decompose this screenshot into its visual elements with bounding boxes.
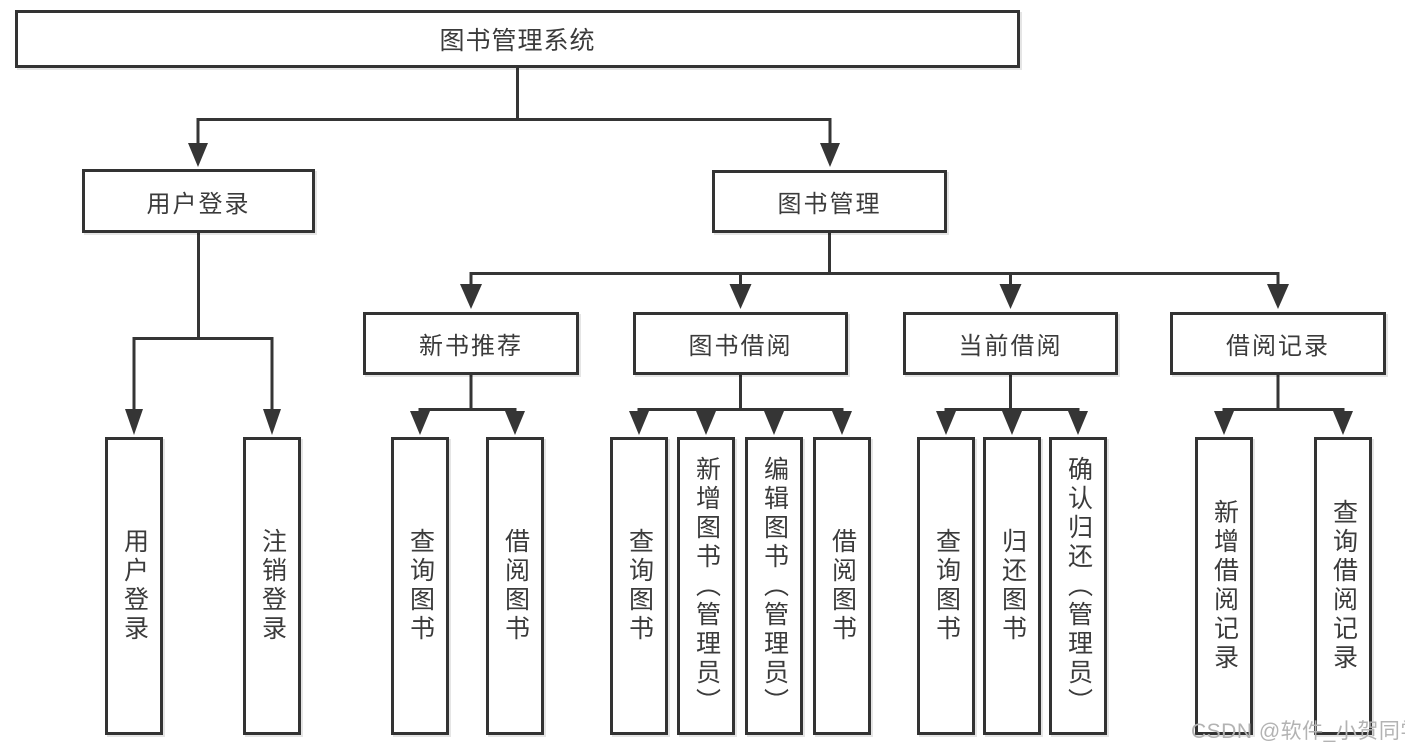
arrowhead [410, 411, 430, 435]
leaf-borrowing-query-books: 查询图书 [610, 437, 668, 735]
arrowhead [729, 284, 752, 309]
leaf-current-query-books: 查询图书 [917, 437, 975, 735]
node-book-borrowing: 图书借阅 [633, 312, 848, 375]
node-book-management: 图书管理 [712, 170, 947, 233]
arrowhead [1214, 411, 1234, 435]
connector-bookmgmt-to-level3 [460, 233, 1289, 309]
arrowhead [460, 284, 482, 309]
leaf-recommend-query-books: 查询图书 [391, 437, 449, 735]
connector-records-to-leaves [1214, 375, 1353, 435]
connector-root-to-level2 [188, 68, 840, 167]
node-new-book-recommend: 新书推荐 [363, 312, 579, 375]
arrowhead [263, 409, 281, 435]
node-current-borrowing: 当前借阅 [903, 312, 1118, 375]
leaf-logout: 注销登录 [243, 437, 301, 735]
arrowhead [1068, 411, 1088, 435]
leaf-borrowing-borrow-books: 借阅图书 [813, 437, 871, 735]
node-borrow-records: 借阅记录 [1170, 312, 1386, 375]
arrowhead [1267, 284, 1289, 309]
leaf-user-login: 用户登录 [105, 437, 163, 735]
connector-borrowing-to-leaves [629, 375, 852, 435]
connector-recommend-to-leaves [410, 375, 525, 435]
arrowhead [936, 411, 956, 435]
arrowhead [1333, 411, 1353, 435]
node-user-login: 用户登录 [82, 169, 315, 233]
arrowhead [125, 409, 143, 435]
connector-current-to-leaves [936, 375, 1088, 435]
arrowhead [820, 143, 840, 167]
leaf-records-add-record: 新增借阅记录 [1195, 437, 1253, 735]
leaf-recommend-borrow-books: 借阅图书 [486, 437, 544, 735]
leaf-records-query-record: 查询借阅记录 [1314, 437, 1372, 735]
arrowhead [999, 284, 1022, 309]
node-library-system: 图书管理系统 [15, 10, 1020, 68]
arrowhead [188, 143, 208, 167]
arrowhead [1002, 411, 1022, 435]
arrowhead [696, 411, 716, 435]
leaf-borrowing-edit-books-admin: 编辑图书（管理员） [745, 437, 803, 735]
arrowhead [505, 411, 525, 435]
leaf-borrowing-add-books-admin: 新增图书（管理员） [677, 437, 735, 735]
csdn-watermark: CSDN @软件_小贺同学 [1191, 720, 1405, 743]
arrowhead [629, 411, 649, 435]
leaf-current-return-books: 归还图书 [983, 437, 1041, 735]
leaf-current-confirm-return-admin: 确认归还（管理员） [1049, 437, 1107, 735]
arrowhead [764, 411, 784, 435]
connector-userlogin-to-leaves [125, 233, 281, 435]
arrowhead [832, 411, 852, 435]
